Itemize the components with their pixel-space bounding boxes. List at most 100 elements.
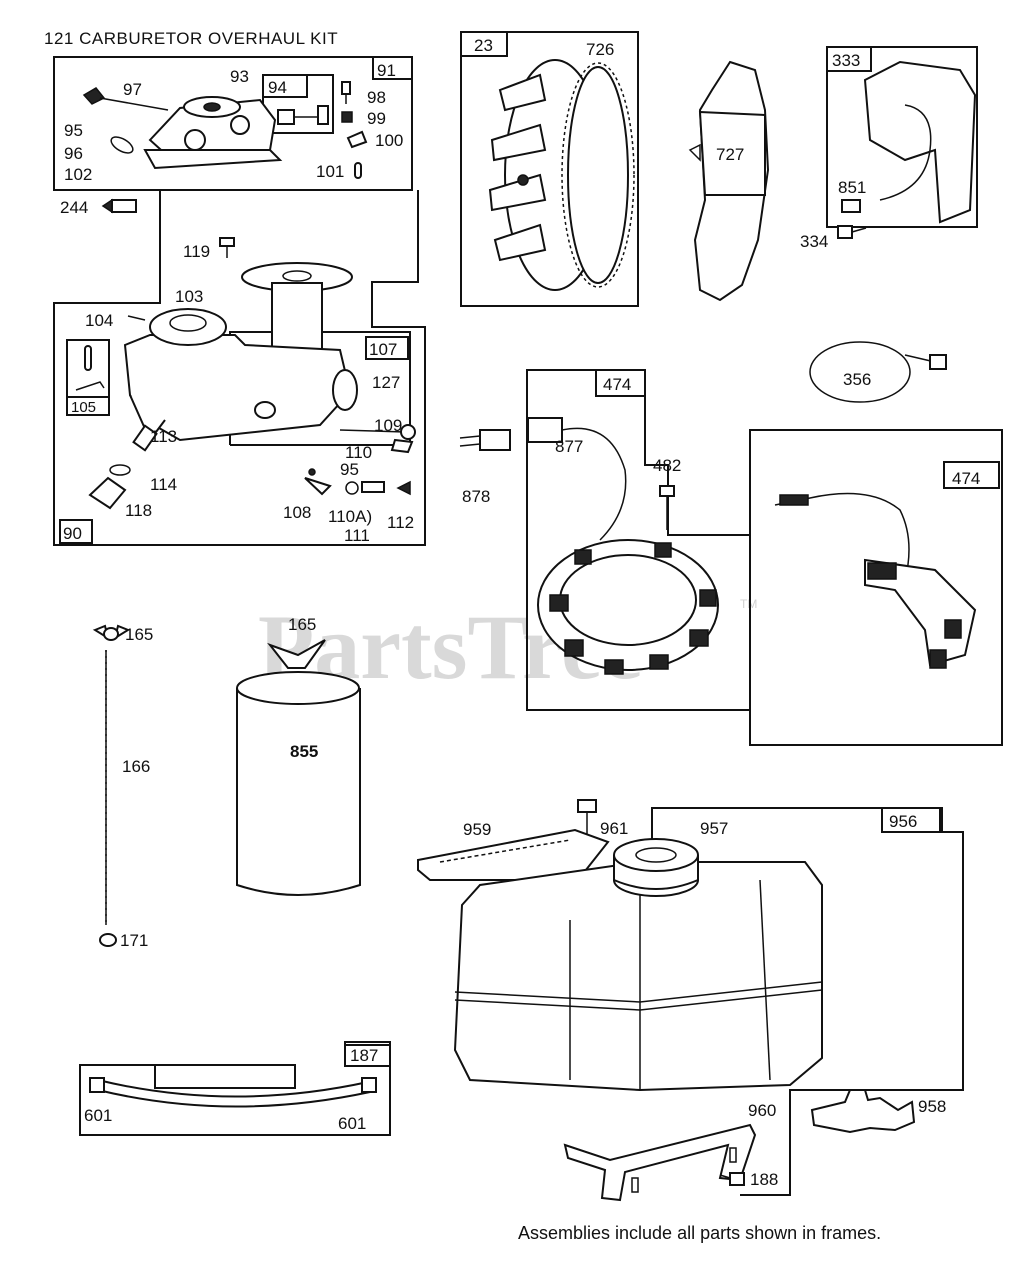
- label-958: 958: [918, 1097, 946, 1116]
- screw-334: [837, 225, 867, 239]
- frame-23: [460, 31, 639, 307]
- label-110a: 110A): [328, 507, 372, 526]
- frame-105-tag: 105: [71, 399, 96, 416]
- label-99: 99: [367, 109, 386, 128]
- label-165a: 165: [125, 625, 153, 644]
- wing-nut-165b: [267, 639, 326, 669]
- label-855: 855: [290, 742, 318, 761]
- frame-474a-tag: 474: [603, 375, 631, 394]
- label-93: 93: [230, 67, 249, 86]
- frame-90-tag-box: [59, 519, 93, 544]
- label-103: 103: [175, 287, 203, 306]
- footer-note: Assemblies include all parts shown in fr…: [518, 1223, 881, 1243]
- cap-957: [613, 838, 699, 897]
- label-112: 112: [387, 513, 414, 532]
- label-98: 98: [367, 88, 386, 107]
- frame-956-tag-box: [881, 807, 941, 833]
- frame-956: [651, 807, 964, 1196]
- spring-101: [354, 162, 362, 179]
- label-356: 356: [843, 370, 871, 389]
- label-726: 726: [586, 40, 614, 59]
- frame-474b: [749, 429, 1003, 746]
- label-166: 166: [122, 757, 150, 776]
- frame-107-tag: 107: [369, 340, 397, 359]
- label-100: 100: [375, 131, 403, 150]
- armature-333: [841, 60, 977, 224]
- label-114: 114: [150, 475, 177, 494]
- parts-108-112: [304, 468, 411, 496]
- label-97: 97: [123, 80, 142, 99]
- label-165b: 165: [288, 615, 316, 634]
- frame-187: [79, 1044, 391, 1136]
- throttle-shaft-109: [339, 424, 416, 454]
- frame-187-tag-box: [344, 1041, 391, 1067]
- frame-23-tag-box: [460, 31, 508, 57]
- frame-956-tag: 956: [889, 812, 917, 831]
- label-877: 877: [555, 437, 583, 456]
- label-482: 482: [653, 456, 681, 475]
- label-244: 244: [60, 198, 88, 217]
- frame-474b-tag-box: [943, 461, 1000, 489]
- label-96: 96: [64, 144, 83, 163]
- screw-244: [101, 198, 137, 214]
- label-851: 851: [838, 178, 866, 197]
- label-108: 108: [283, 503, 311, 522]
- wing-nut-165a: [92, 624, 131, 641]
- frame-333-tag-box: [826, 46, 872, 72]
- label-127: 127: [372, 373, 400, 392]
- label-601a: 601: [84, 1106, 112, 1125]
- screw-98: [341, 81, 351, 104]
- label-95a: 95: [64, 121, 83, 140]
- label-171: 171: [120, 931, 148, 950]
- frame-107-tag-box: [365, 336, 409, 360]
- label-110: 110: [345, 443, 372, 462]
- frame-333-tag: 333: [832, 51, 860, 70]
- label-102: 102: [64, 165, 92, 184]
- watermark-tm: TM: [740, 597, 757, 611]
- label-113: 113: [150, 427, 177, 446]
- bracket-960: [563, 1123, 757, 1202]
- stator-ring-1: [537, 539, 719, 675]
- screw-188: [719, 1172, 745, 1186]
- fuel-tank: [453, 861, 823, 1092]
- frame-105-tag-box: [66, 396, 110, 416]
- label-118: 118: [125, 501, 152, 520]
- spring-104: [127, 315, 146, 321]
- label-119: 119: [183, 242, 210, 261]
- cover-727: [688, 60, 770, 302]
- connector-878: [459, 429, 511, 451]
- screw-961: [577, 799, 597, 835]
- label-111: 111: [344, 526, 370, 545]
- frame-187-tag: 187: [350, 1046, 378, 1065]
- frame-91-tag: 91: [377, 61, 396, 80]
- label-878: 878: [462, 487, 490, 506]
- fitting-118: [88, 424, 158, 510]
- needle-97: [82, 87, 169, 111]
- frame-94-tag-box: [262, 74, 308, 98]
- label-188: 188: [750, 1170, 778, 1189]
- label-95b: 95: [340, 460, 359, 479]
- label-334: 334: [800, 232, 828, 251]
- label-601b: 601: [338, 1114, 366, 1133]
- valve-958: [810, 1089, 916, 1134]
- frame-333: [826, 46, 978, 228]
- nut-99: [341, 111, 353, 123]
- kit-title: 121 CARBURETOR OVERHAUL KIT: [44, 29, 338, 48]
- frame-90: [53, 190, 426, 546]
- filter-855: [236, 671, 361, 896]
- carburetor-top-body: [143, 96, 283, 170]
- screw-482: [659, 485, 675, 530]
- label-101: 101: [316, 162, 344, 181]
- frame-91: [53, 56, 413, 191]
- frame-94-tag: 94: [268, 78, 287, 97]
- frame-90-tag: 90: [63, 524, 82, 543]
- label-104: 104: [85, 311, 113, 330]
- frame-474a-tag-box: [595, 369, 646, 397]
- label-960: 960: [748, 1101, 776, 1120]
- clip-100: [346, 130, 368, 149]
- frame-23-tag: 23: [474, 36, 493, 55]
- wire-356: [809, 341, 947, 403]
- frame-474b-tag: 474: [952, 469, 980, 488]
- connector-877: [527, 417, 627, 541]
